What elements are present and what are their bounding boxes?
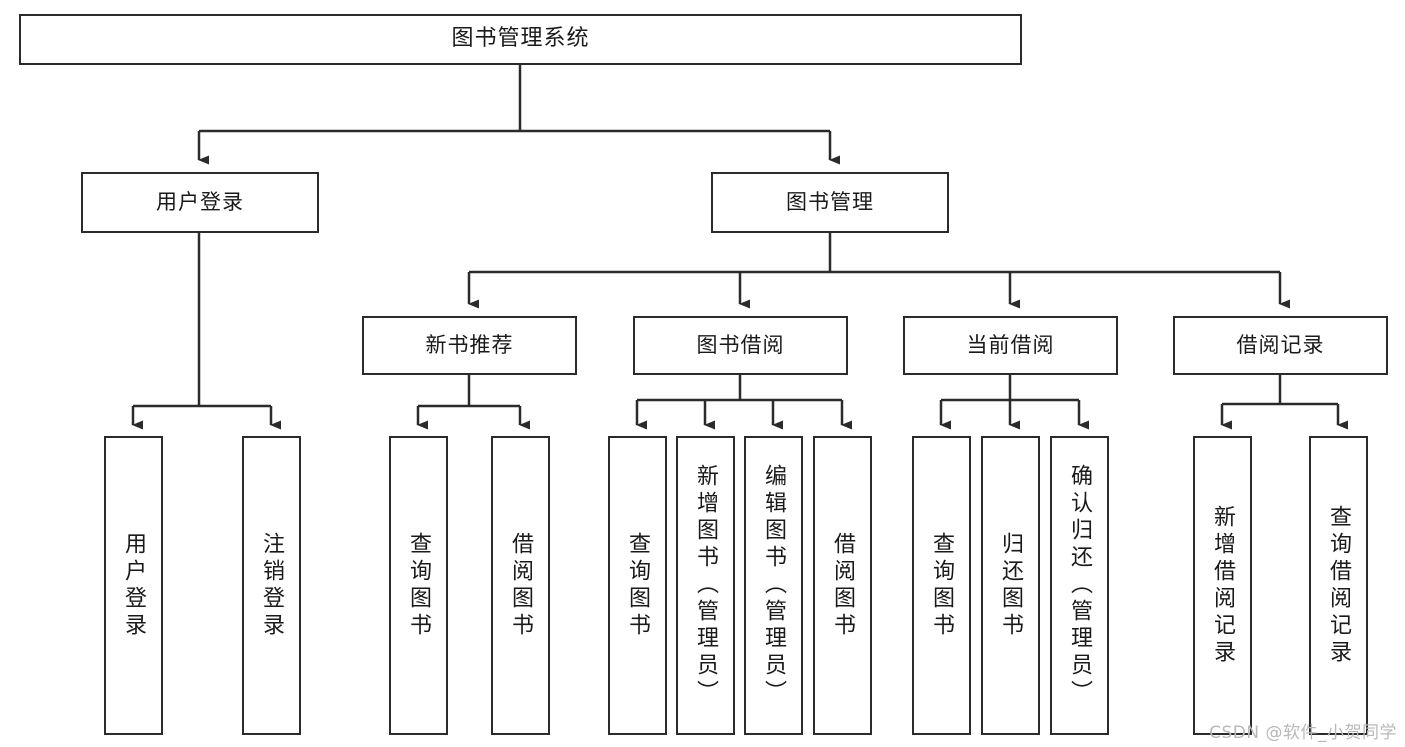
leaf-new-book-borrow-book[interactable]: 借阅图书 bbox=[491, 436, 550, 735]
node-new-book-recommend[interactable]: 新书推荐 bbox=[362, 316, 577, 375]
node-label: 确认归还（管理员） bbox=[1067, 464, 1093, 707]
node-label: 归还图书 bbox=[998, 531, 1024, 640]
node-user-login[interactable]: 用户登录 bbox=[81, 172, 319, 233]
node-label: 新书推荐 bbox=[425, 332, 514, 357]
node-label: 编辑图书（管理员） bbox=[761, 464, 787, 707]
node-label: 查询图书 bbox=[929, 531, 955, 640]
leaf-user-login-login[interactable]: 用户登录 bbox=[104, 436, 163, 735]
node-label: 注销登录 bbox=[259, 531, 285, 640]
node-label: 当前借阅 bbox=[966, 332, 1055, 357]
node-book-management[interactable]: 图书管理 bbox=[711, 172, 949, 233]
node-current-borrow[interactable]: 当前借阅 bbox=[903, 316, 1118, 375]
leaf-book-borrow-borrow-book[interactable]: 借阅图书 bbox=[813, 436, 872, 735]
node-root-book-management-system[interactable]: 图书管理系统 bbox=[19, 14, 1022, 65]
node-borrow-record[interactable]: 借阅记录 bbox=[1173, 316, 1388, 375]
node-book-borrow[interactable]: 图书借阅 bbox=[633, 316, 848, 375]
leaf-current-borrow-query-book[interactable]: 查询图书 bbox=[912, 436, 971, 735]
leaf-new-book-query-book[interactable]: 查询图书 bbox=[389, 436, 448, 735]
node-label: 图书管理系统 bbox=[451, 26, 590, 52]
node-label: 借阅记录 bbox=[1236, 332, 1325, 357]
node-label: 图书管理 bbox=[786, 189, 874, 214]
leaf-current-borrow-confirm-return-admin[interactable]: 确认归还（管理员） bbox=[1050, 436, 1109, 735]
leaf-current-borrow-return-book[interactable]: 归还图书 bbox=[981, 436, 1040, 735]
node-label: 借阅图书 bbox=[830, 531, 856, 640]
node-label: 新增图书（管理员） bbox=[693, 464, 719, 707]
leaf-book-borrow-add-book-admin[interactable]: 新增图书（管理员） bbox=[676, 436, 735, 735]
node-label: 用户登录 bbox=[121, 531, 147, 640]
node-label: 用户登录 bbox=[156, 189, 244, 214]
node-label: 查询图书 bbox=[406, 531, 432, 640]
node-label: 新增借阅记录 bbox=[1210, 504, 1236, 667]
leaf-book-borrow-edit-book-admin[interactable]: 编辑图书（管理员） bbox=[744, 436, 803, 735]
leaf-borrow-record-add-record[interactable]: 新增借阅记录 bbox=[1193, 436, 1252, 735]
node-label: 图书借阅 bbox=[696, 332, 785, 357]
leaf-book-borrow-query-book[interactable]: 查询图书 bbox=[608, 436, 667, 735]
node-label: 借阅图书 bbox=[508, 531, 534, 640]
leaf-user-login-logout[interactable]: 注销登录 bbox=[242, 436, 301, 735]
node-label: 查询借阅记录 bbox=[1326, 504, 1352, 667]
leaf-borrow-record-query-record[interactable]: 查询借阅记录 bbox=[1309, 436, 1368, 735]
node-label: 查询图书 bbox=[625, 531, 651, 640]
